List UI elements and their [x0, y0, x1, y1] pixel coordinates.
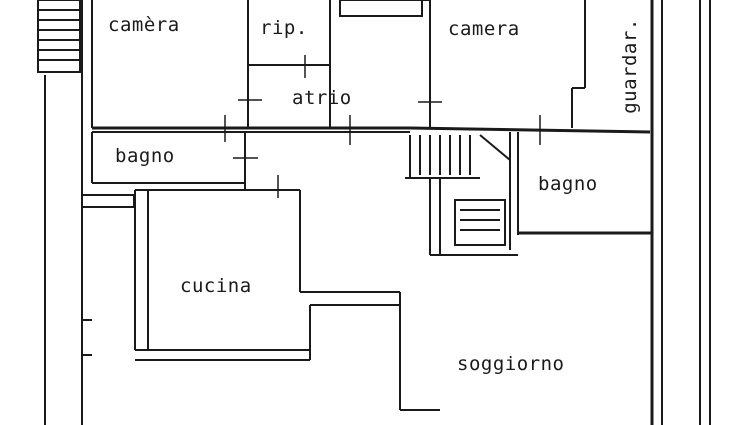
- room-label-camera-left: camèra: [108, 14, 180, 36]
- room-label-soggiorno: soggiorno: [457, 353, 565, 375]
- door-marks: [224, 55, 541, 198]
- room-label-ripostiglio: rip.: [260, 17, 308, 39]
- room-label-cucina: cucina: [180, 275, 252, 297]
- walls: [37, 0, 711, 425]
- room-label-camera-right: camera: [448, 18, 520, 40]
- room-label-atrio: atrio: [292, 87, 352, 109]
- room-label-bagno-left: bagno: [115, 145, 175, 167]
- room-label-guardaroba: guardar.: [618, 18, 641, 114]
- room-label-bagno-right: bagno: [538, 173, 598, 195]
